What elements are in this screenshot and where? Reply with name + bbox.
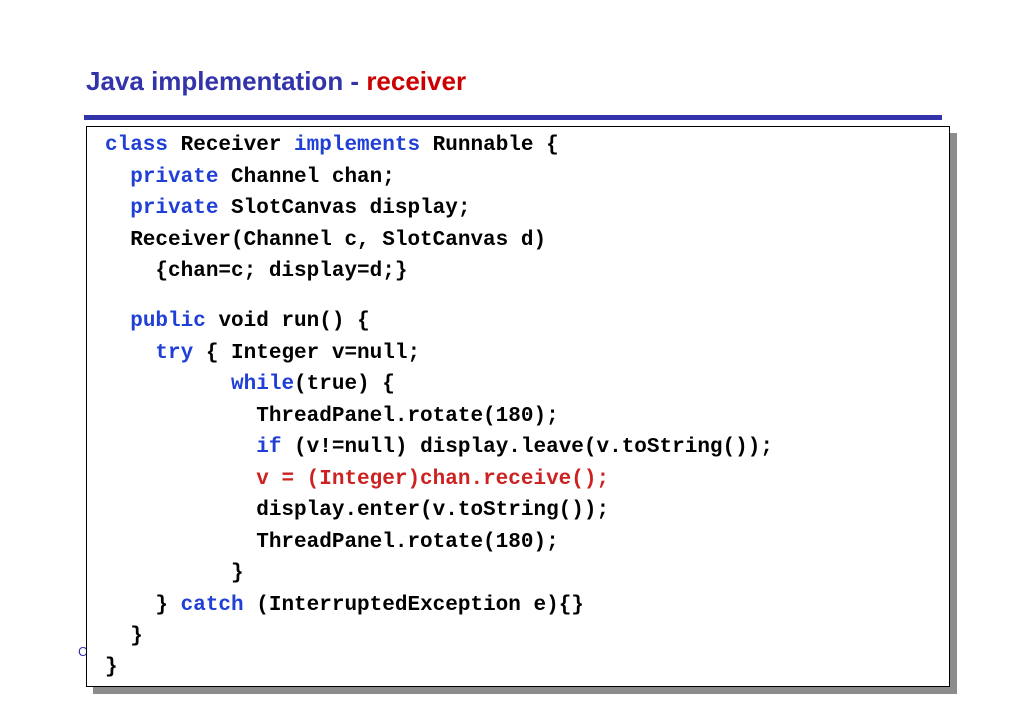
code-text: ThreadPanel.rotate(180);: [105, 405, 559, 428]
code-line: class Receiver implements Runnable {: [105, 134, 559, 158]
code-text: [105, 468, 256, 491]
code-highlight: v = (Integer)chan.receive();: [256, 468, 610, 491]
code-keyword: if: [256, 436, 282, 459]
code-line: display.enter(v.toString());: [105, 499, 609, 523]
slide-title-main: Java implementation -: [86, 66, 367, 96]
code-keyword: private: [130, 197, 219, 220]
code-keyword: while: [231, 373, 295, 396]
code-text: [105, 373, 231, 396]
code-keyword: catch: [180, 594, 244, 617]
code-text: [105, 342, 155, 365]
code-text: display.enter(v.toString());: [105, 499, 610, 522]
code-line: }: [105, 562, 244, 586]
code-text: Receiver: [168, 134, 295, 157]
code-line: v = (Integer)chan.receive();: [105, 468, 609, 492]
code-text: [105, 197, 130, 220]
code-text: { Integer v=null;: [193, 342, 421, 365]
code-text: (true) {: [294, 373, 395, 396]
code-line: }: [105, 625, 143, 649]
code-keyword: public: [130, 310, 206, 333]
code-line: if (v!=null) display.leave(v.toString())…: [105, 436, 773, 460]
code-line: {chan=c; display=d;}: [105, 260, 407, 284]
code-text: {chan=c; display=d;}: [105, 260, 408, 283]
code-keyword: private: [130, 166, 219, 189]
code-keyword: implements: [294, 134, 421, 157]
code-line: } catch (InterruptedException e){}: [105, 594, 584, 618]
code-text: void run() {: [205, 310, 370, 333]
code-text: [105, 166, 130, 189]
code-text: Receiver(Channel c, SlotCanvas d): [105, 229, 547, 252]
code-line: private SlotCanvas display;: [105, 197, 470, 221]
footer-mark: C: [78, 644, 88, 659]
code-text: (v!=null) display.leave(v.toString());: [281, 436, 773, 459]
code-line: public void run() {: [105, 310, 370, 334]
code-line: private Channel chan;: [105, 166, 395, 190]
code-text: SlotCanvas display;: [218, 197, 471, 220]
code-line: try { Integer v=null;: [105, 342, 420, 366]
code-text: }: [105, 625, 143, 648]
code-text: }: [105, 562, 244, 585]
code-keyword: try: [155, 342, 194, 365]
code-keyword: class: [105, 134, 169, 157]
slide-title: Java implementation - receiver: [86, 66, 466, 97]
code-text: ThreadPanel.rotate(180);: [105, 531, 559, 554]
code-text: [105, 310, 130, 333]
code-text: }: [105, 594, 181, 617]
code-line: }: [105, 656, 118, 680]
code-line: ThreadPanel.rotate(180);: [105, 531, 559, 555]
code-line: Receiver(Channel c, SlotCanvas d): [105, 229, 546, 253]
code-text: Channel chan;: [218, 166, 395, 189]
title-divider: [84, 115, 942, 120]
code-text: }: [105, 656, 118, 679]
code-text: (InterruptedException e){}: [243, 594, 584, 617]
code-box: class Receiver implements Runnable { pri…: [86, 126, 950, 687]
code-text: [105, 436, 256, 459]
code-text: Runnable {: [420, 134, 559, 157]
slide-title-accent: receiver: [366, 66, 467, 96]
code-line: while(true) {: [105, 373, 395, 397]
code-line: ThreadPanel.rotate(180);: [105, 405, 559, 429]
